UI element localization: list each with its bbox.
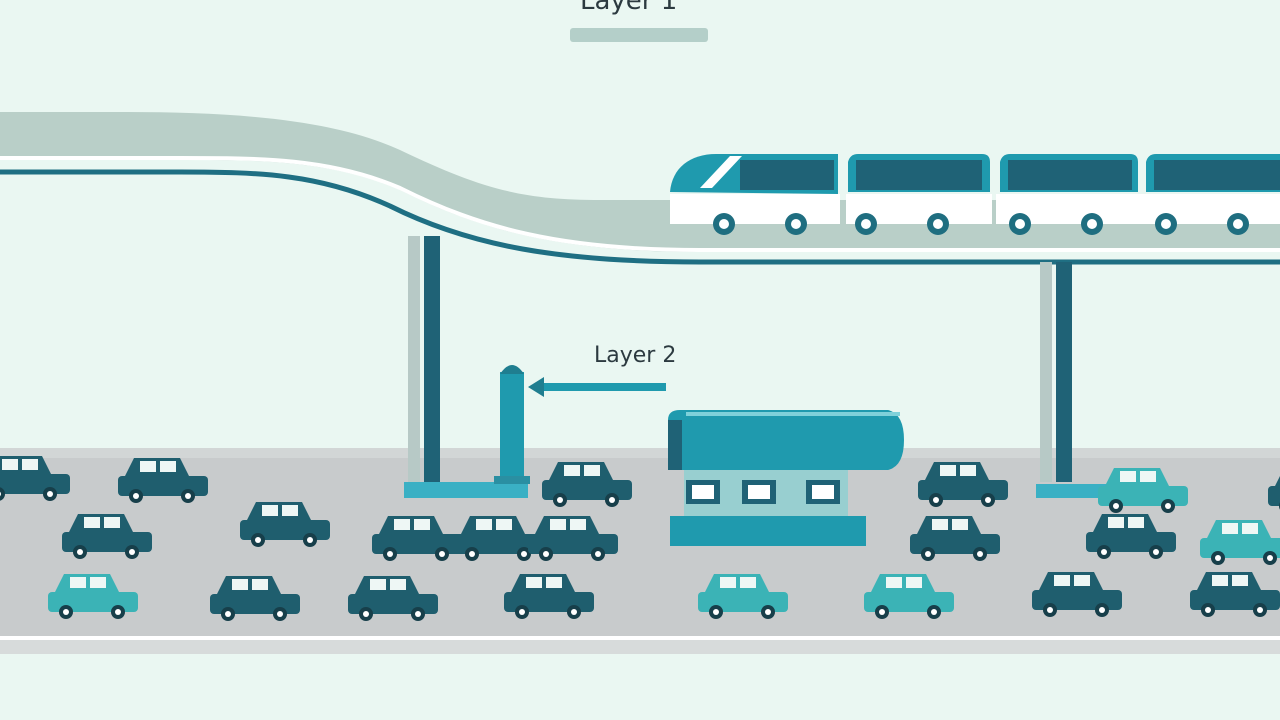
- arrow-left-icon: [528, 377, 666, 397]
- train-car: [846, 154, 992, 235]
- track-underside: [0, 169, 1280, 265]
- train-car: [1142, 154, 1280, 235]
- road-top-edge: [0, 448, 1280, 458]
- layer1-underline: [570, 28, 708, 42]
- gate-barrier-icon: [494, 365, 530, 484]
- track-rail-line: [0, 156, 1280, 252]
- train-car: [670, 154, 840, 235]
- toll-booth-icon: [668, 410, 904, 546]
- road-bottom-curb: [0, 640, 1280, 654]
- road-edge-line: [0, 636, 1280, 640]
- train-icon: [670, 154, 1280, 235]
- pillar-left: [404, 236, 528, 498]
- train-car: [996, 154, 1142, 235]
- layer1-label: Layer 1: [580, 0, 678, 16]
- layer2-label: Layer 2: [594, 343, 677, 368]
